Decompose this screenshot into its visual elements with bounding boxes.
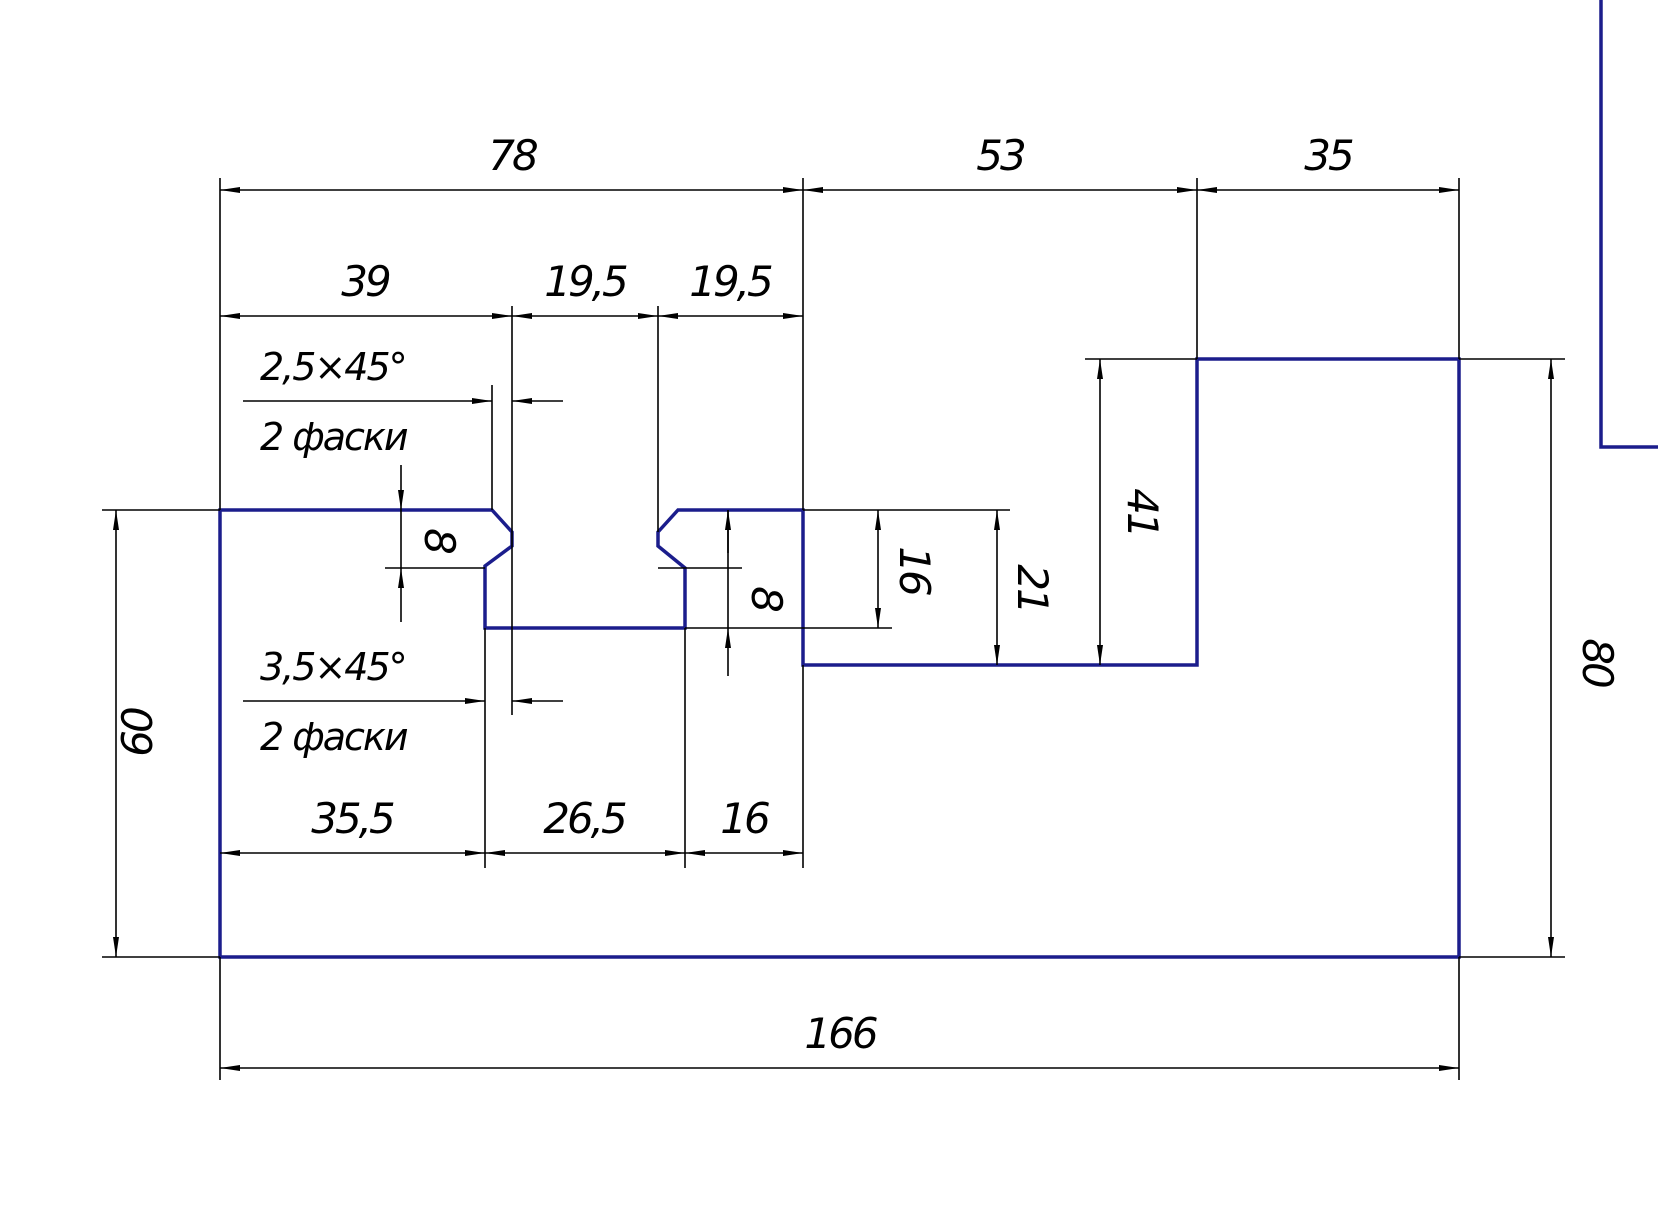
dim-41: 41: [1118, 488, 1167, 535]
dim-35-5: 35,5: [311, 794, 394, 843]
chamfer-upper-count: 2 фаски: [260, 415, 408, 459]
dim-16-step: 16: [890, 546, 939, 595]
dim-80: 80: [1573, 638, 1622, 687]
dim-39: 39: [341, 257, 390, 306]
dim-21: 21: [1008, 564, 1057, 611]
horizontal-dimension-lines: [220, 187, 1459, 1071]
chamfer-lower-count: 2 фаски: [260, 715, 408, 759]
extension-lines: [102, 178, 1565, 1080]
dim-53: 53: [976, 131, 1025, 180]
dim-8-right: 8: [742, 586, 791, 611]
dim-60: 60: [113, 708, 162, 757]
chamfer-upper-size: 2,5×45°: [260, 345, 406, 389]
dim-26-5: 26,5: [543, 794, 626, 843]
dim-19-5-a: 19,5: [544, 257, 627, 306]
chamfer-leaders: [243, 398, 563, 704]
chamfer-lower-size: 3,5×45°: [260, 645, 406, 689]
vertical-dimension-lines: [113, 359, 1554, 957]
dim-166: 166: [804, 1009, 876, 1058]
dim-8-left: 8: [415, 528, 464, 553]
dim-16-bottom: 16: [720, 794, 769, 843]
dim-19-5-b: 19,5: [689, 257, 772, 306]
dim-35: 35: [1304, 131, 1353, 180]
frame-border: [1599, 0, 1658, 449]
dim-78: 78: [488, 131, 537, 180]
